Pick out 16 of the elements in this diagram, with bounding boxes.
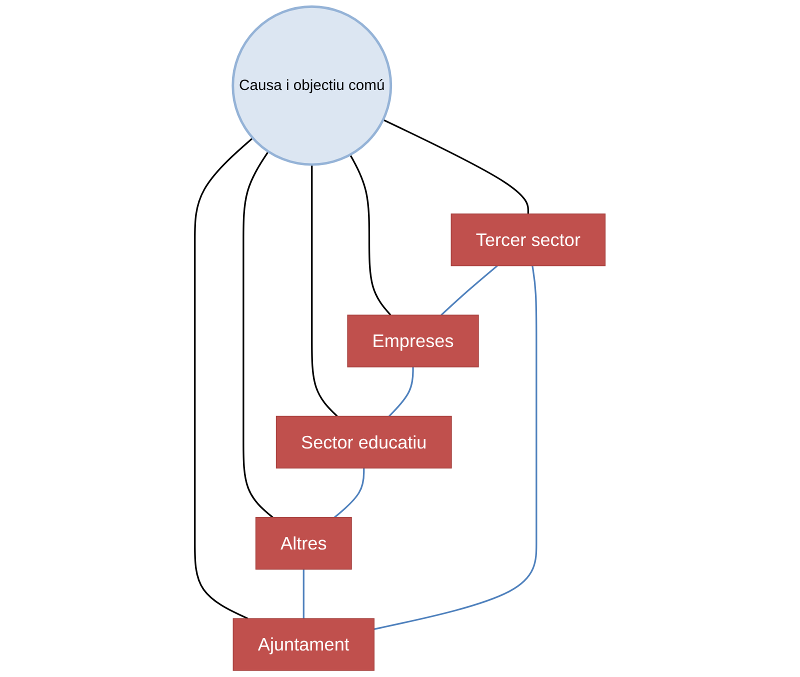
connector — [440, 265, 498, 316]
connector — [242, 151, 274, 518]
node-box: Empreses — [347, 314, 479, 368]
connector — [374, 266, 538, 630]
connector — [382, 118, 529, 214]
node-circle: Causa i objectiu comú — [232, 5, 392, 166]
node-box: Ajuntament — [232, 618, 374, 671]
connector — [302, 569, 304, 619]
connector — [388, 366, 414, 417]
connector — [311, 164, 338, 417]
node-box: Altres — [255, 517, 352, 570]
connector — [349, 154, 392, 316]
connector — [194, 137, 254, 620]
node-box: Sector educatiu — [276, 416, 452, 468]
node-box: Tercer sector — [450, 214, 606, 266]
connector — [334, 468, 365, 518]
